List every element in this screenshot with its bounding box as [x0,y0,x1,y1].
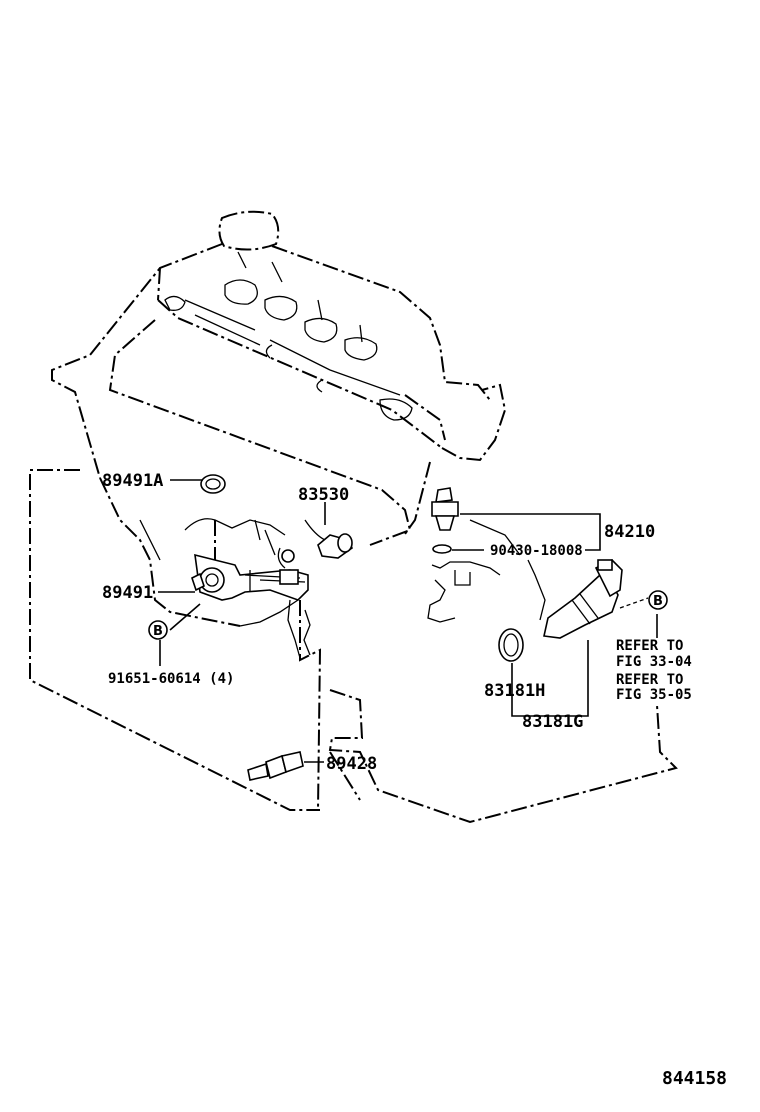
reference-notes: REFER TO FIG 33-04 REFER TO FIG 35-05 [616,638,692,703]
label-84210: 84210 [604,522,655,542]
label-89491: 89491 [102,583,153,603]
part-83530-switch [281,533,354,563]
label-90430-18008: 90430-18008 [490,543,583,559]
ref2-line2: FIG 35-05 [616,687,692,703]
label-83181H: 83181H [484,681,545,701]
callout-b-left: B [148,620,168,640]
ref1-line1: REFER TO [616,638,683,654]
ref1-line2: FIG 33-04 [616,654,692,670]
part-83181G-sensor [543,559,623,639]
part-89491-sensor-bracket [191,553,309,601]
figure-number: 844158 [662,1068,727,1089]
part-83181H-o-ring [498,628,524,662]
engine-outline [29,210,678,824]
part-89491A-gasket [200,474,226,494]
label-83530: 83530 [298,485,349,505]
callout-b-right: B [648,590,668,610]
leader-lines [158,479,658,763]
label-83181G: 83181G [522,712,583,732]
ref2-line1: REFER TO [616,672,683,688]
callout-b-right-label: B [653,594,663,609]
engine-details [139,251,546,659]
part-labels: 89491A 83530 89491 91651-60614 (4) 84210… [102,471,655,774]
callout-b-left-label: B [153,624,163,639]
label-89491A: 89491A [102,471,163,491]
label-89428: 89428 [326,754,377,774]
part-84210-switch [431,487,459,554]
label-91651-60614: 91651-60614 (4) [108,671,234,687]
part-89428-sensor [247,751,304,781]
